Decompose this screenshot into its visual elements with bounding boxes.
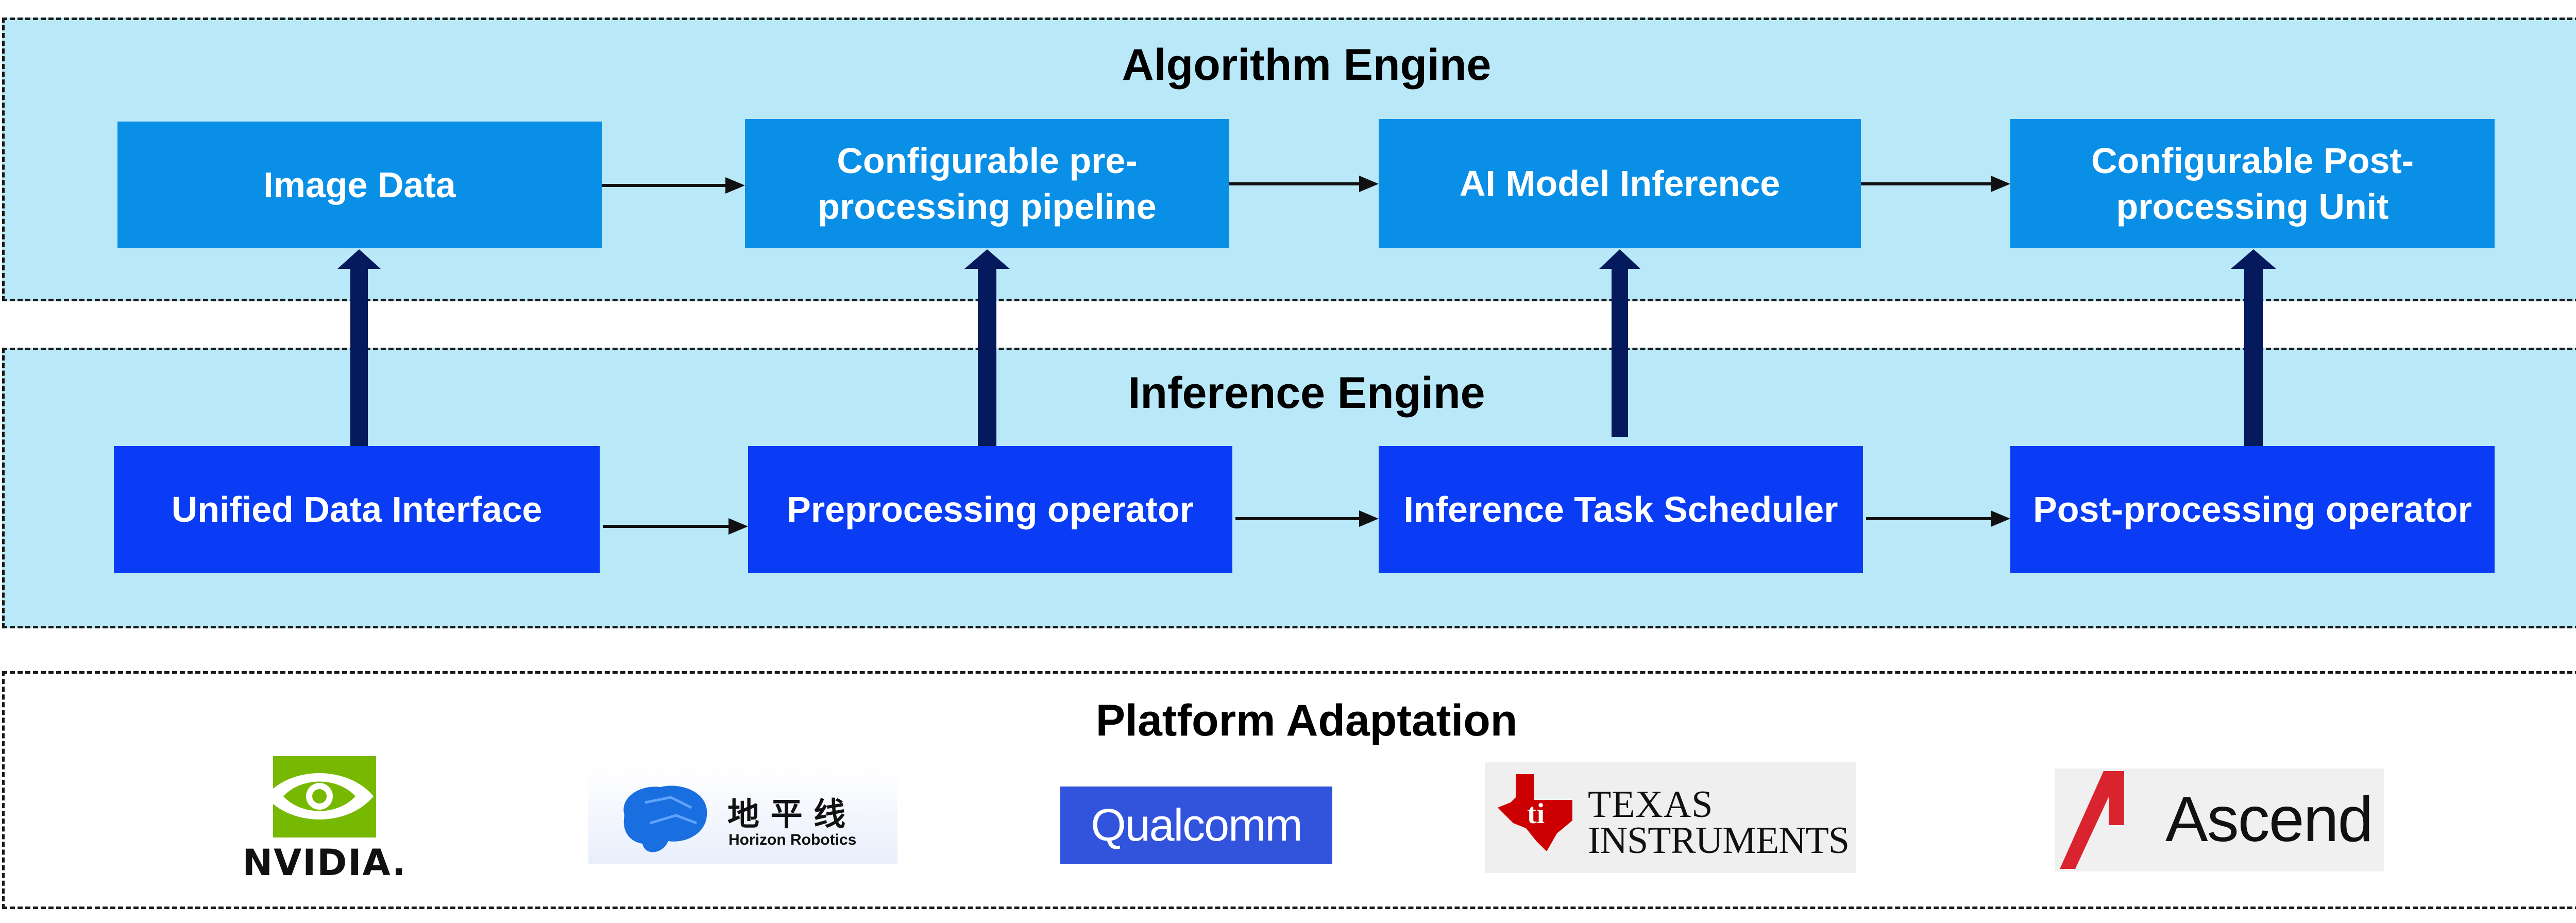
horizon-chinese-name: 地 平 线 <box>727 795 846 833</box>
preprocessing-pipeline-box: Configurable pre-processing pipeline <box>745 119 1229 248</box>
inference-engine-title: Inference Engine <box>1128 368 1485 418</box>
up-arrowhead-3 <box>1599 249 1640 269</box>
ascend-wordmark: Ascend <box>2165 784 2374 855</box>
platform-adaptation-title: Platform Adaptation <box>1095 696 1518 745</box>
horizon-english-name: Horizon Robotics <box>728 831 857 848</box>
arrowhead <box>728 518 748 535</box>
horizon-robotics-logo: 地 平 线 Horizon Robotics <box>588 766 897 864</box>
up-arrowhead-1 <box>337 249 381 269</box>
arrowhead <box>1359 176 1379 192</box>
postprocessing-operator-box: Post-processing operator <box>2010 446 2495 573</box>
up-arrowhead-2 <box>964 249 1010 269</box>
vertical-up-arrows <box>337 249 2276 446</box>
postprocessing-unit-box: Configurable Post-processing Unit <box>2010 119 2495 248</box>
nvidia-logo: NVIDIA. <box>234 755 415 884</box>
horizon-brain-icon <box>623 785 707 852</box>
nvidia-wordmark: NVIDIA. <box>242 842 407 884</box>
texas-state-icon: ti <box>1498 774 1572 851</box>
up-arrow-shaft-4 <box>2244 268 2263 446</box>
svg-text:ti: ti <box>1527 798 1545 830</box>
ti-line-2: INSTRUMENTS <box>1588 819 1850 862</box>
inference-flow-arrows <box>603 510 2010 535</box>
unified-data-interface-box: Unified Data Interface <box>114 446 600 573</box>
qualcomm-logo: Qualcomm <box>1060 787 1332 864</box>
ascend-logo: Ascend <box>2055 768 2384 871</box>
arrowhead <box>1359 510 1379 527</box>
inference-task-scheduler-box: Inference Task Scheduler <box>1379 446 1863 573</box>
arrowhead <box>1991 176 2010 192</box>
up-arrowhead-4 <box>2231 249 2276 269</box>
nvidia-eye-icon <box>265 756 376 837</box>
ti-line-1: TEXAS <box>1588 783 1714 826</box>
algorithm-engine-title: Algorithm Engine <box>1122 40 1492 90</box>
up-arrow-shaft-2 <box>978 268 996 446</box>
algorithm-flow-arrows <box>602 176 2010 194</box>
arrowhead <box>725 177 745 194</box>
up-arrow-shaft-1 <box>350 268 368 446</box>
preprocessing-operator-box: Preprocessing operator <box>748 446 1232 573</box>
image-data-box: Image Data <box>117 122 602 248</box>
ai-model-inference-box: AI Model Inference <box>1379 119 1861 248</box>
qualcomm-wordmark: Qualcomm <box>1091 799 1302 850</box>
texas-instruments-logo: ti TEXAS INSTRUMENTS <box>1485 762 1856 873</box>
up-arrow-shaft-3 <box>1612 268 1628 437</box>
arrowhead <box>1991 510 2010 527</box>
inference-engine-layer: Inference Engine <box>2 348 2576 628</box>
ascend-mark-icon <box>2060 771 2124 869</box>
